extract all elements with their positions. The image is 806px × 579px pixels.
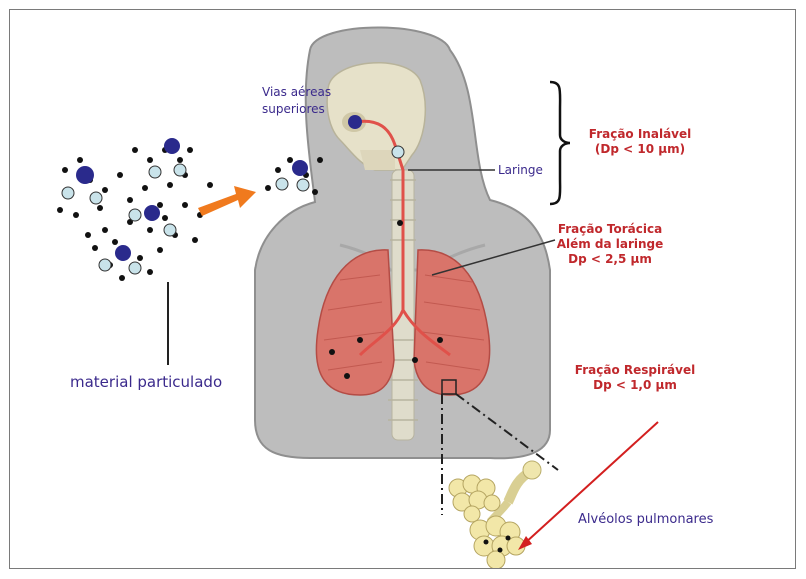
inhalable-line2: (Dp < 10 µm)	[580, 142, 700, 157]
alveoli-cluster	[449, 461, 541, 569]
larynx-particle	[392, 146, 404, 158]
thoracic-line3: Dp < 2,5 µm	[550, 252, 670, 267]
respirable-label: Fração Respirável Dp < 1,0 µm	[570, 363, 700, 393]
respirable-line1: Fração Respirável	[570, 363, 700, 378]
thoracic-label: Fração Torácica Além da laringe Dp < 2,5…	[550, 222, 670, 267]
upper-airways-label: Vias aéreas superiores	[262, 84, 331, 118]
nose-particle	[348, 115, 362, 129]
thoracic-line2: Além da laringe	[550, 237, 670, 252]
respiratory-illustration	[10, 10, 796, 569]
respirable-line2: Dp < 1,0 µm	[570, 378, 700, 393]
upper-airways-line2: superiores	[262, 101, 331, 118]
thoracic-line1: Fração Torácica	[550, 222, 670, 237]
alveoli-label: Alvéolos pulmonares	[578, 512, 713, 527]
inhalable-bracket	[550, 82, 570, 204]
orange-arrow	[198, 186, 256, 216]
inhalable-line1: Fração Inalável	[580, 127, 700, 142]
upper-airways-line1: Vias aéreas	[262, 84, 331, 101]
diagram-frame: Vias aéreas superiores Laringe Fração In…	[9, 9, 796, 569]
larynx-label: Laringe	[498, 163, 543, 177]
particulate-label: material particulado	[70, 373, 222, 391]
particle-cloud	[57, 138, 213, 281]
inhalable-label: Fração Inalável (Dp < 10 µm)	[580, 127, 700, 157]
